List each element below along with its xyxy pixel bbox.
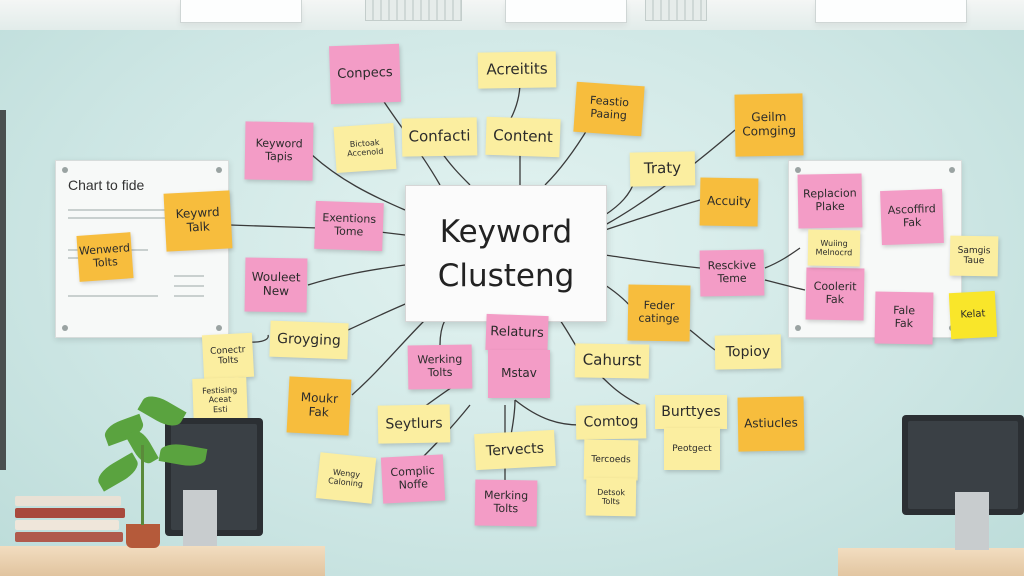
sticky-note: Wouleet New	[244, 257, 308, 313]
sticky-note: Conectr Tolts	[201, 332, 255, 380]
sticky-note: Bictoak Accenold	[333, 122, 397, 174]
sticky-note: Wengy Caloning	[315, 452, 377, 504]
sticky-note: Relaturs	[485, 313, 549, 353]
sticky-note: Mstav	[488, 350, 550, 398]
sticky-note: Comtog	[575, 404, 647, 440]
sticky-note: Complic Noffe	[380, 454, 446, 504]
book	[15, 532, 123, 542]
sticky-note: Groyging	[269, 320, 349, 360]
sticky-note: Seytlurs	[377, 404, 451, 444]
connector-line	[514, 399, 581, 426]
connector-line	[689, 329, 716, 351]
central-topic-line1: Keyword	[439, 213, 573, 250]
board-pin	[62, 325, 68, 331]
central-topic-card: Keyword Clusteng	[405, 185, 607, 322]
sticky-note: Ascoffird Fak	[880, 188, 944, 246]
desk-left	[0, 546, 325, 576]
board-title: Chart to fide	[68, 177, 145, 193]
sticky-note: Kelat	[948, 290, 998, 340]
connector-line	[764, 279, 806, 291]
door-frame	[0, 110, 6, 470]
connector-line	[307, 264, 406, 286]
desk-right	[838, 548, 1024, 576]
sticky-note: Festising Aceat Esti	[192, 377, 248, 423]
monitor-stand	[183, 490, 217, 546]
sticky-note: Moukr Fak	[286, 376, 352, 436]
sticky-note: Wenwerd Tolts	[76, 232, 134, 282]
sticky-note: Topioy	[714, 334, 782, 370]
sticky-note: Feastio Paaing	[573, 81, 645, 137]
connector-line	[604, 254, 701, 269]
sticky-note: Keywrd Talk	[163, 190, 233, 252]
ceiling-light-right	[815, 0, 967, 23]
central-topic-line2: Clusteng	[437, 257, 575, 294]
sticky-note: Astiucles	[737, 396, 805, 452]
board-scribble	[174, 295, 204, 297]
connector-line	[604, 199, 701, 231]
sticky-note: Confacti	[401, 117, 478, 157]
ceiling-vent-center	[645, 0, 707, 21]
sticky-note: Merking Tolts	[474, 479, 538, 527]
sticky-note: Tercoeds	[583, 439, 639, 481]
connector-line	[764, 247, 801, 269]
board-scribble	[68, 217, 178, 219]
sticky-note: Exentions Tome	[314, 200, 384, 252]
sticky-note: Werking Tolts	[407, 344, 473, 390]
sticky-note: Traty	[629, 151, 696, 187]
connector-line	[599, 374, 641, 406]
sticky-note: Tervects	[474, 429, 556, 471]
book	[15, 496, 121, 506]
sticky-note: Detsok Tolts	[585, 477, 637, 517]
sticky-note: Accuity	[699, 177, 759, 227]
sticky-note: Fale Fak	[874, 291, 934, 345]
board-pin	[216, 167, 222, 173]
monitor-stand	[955, 492, 989, 550]
board-scribble	[68, 209, 198, 211]
book	[15, 508, 125, 518]
plant-pot	[126, 524, 160, 548]
book-stack	[15, 496, 125, 546]
plant-stem	[141, 445, 144, 525]
sticky-note: Conpecs	[329, 43, 401, 105]
connector-line	[311, 154, 406, 211]
book	[15, 520, 119, 530]
board-pin	[795, 167, 801, 173]
board-scribble	[174, 275, 204, 277]
sticky-note: Coolerit Fak	[805, 267, 865, 321]
sticky-note: Acreitits	[477, 51, 557, 89]
board-pin	[216, 325, 222, 331]
sticky-note: Feder catinge	[627, 284, 691, 342]
ceiling-light-center	[505, 0, 627, 23]
sticky-note: Samgis Taue	[949, 235, 999, 277]
board-scribble	[68, 295, 158, 297]
board-pin	[62, 167, 68, 173]
board-pin	[949, 167, 955, 173]
ceiling-vent-left	[365, 0, 462, 21]
connector-line	[351, 319, 426, 396]
sticky-note: Wuiing Melnocrd	[807, 229, 861, 267]
ceiling-light-left	[180, 0, 302, 23]
board-pin	[795, 325, 801, 331]
connector-line	[439, 319, 446, 346]
sticky-note: Cahurst	[574, 343, 650, 379]
sticky-note: Geilm Comging	[734, 93, 804, 157]
board-scribble	[174, 285, 204, 287]
monitor-right	[902, 415, 1024, 515]
connector-line	[229, 224, 319, 229]
connector-line	[379, 231, 406, 236]
sticky-note: Content	[485, 116, 561, 158]
monitor-left	[165, 418, 263, 536]
sticky-note: Keyword Tapis	[244, 121, 314, 181]
sticky-note: Resckive Teme	[699, 249, 765, 297]
sticky-note: Replacion Plake	[797, 173, 863, 229]
sticky-note: Peotgect	[664, 428, 720, 470]
sticky-note: Burttyes	[655, 395, 727, 429]
